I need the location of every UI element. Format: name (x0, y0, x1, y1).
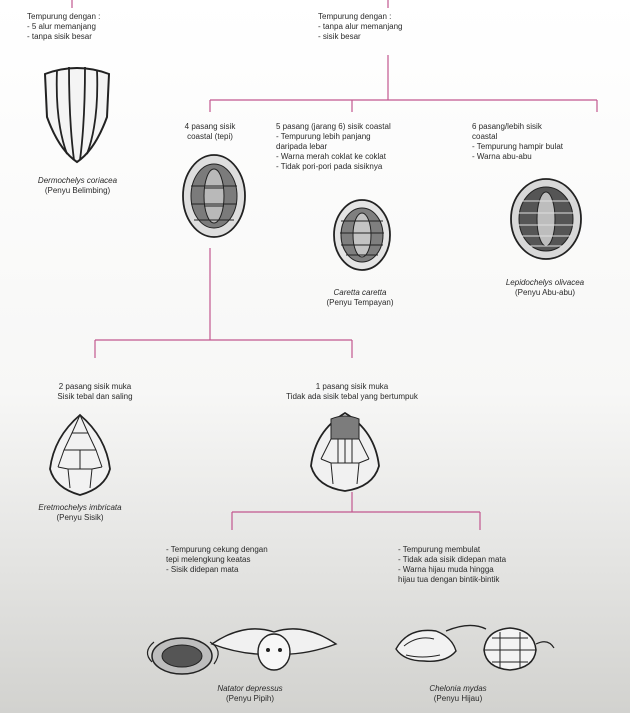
branch-c-text: 6 pasang/lebih sisik coastal - Tempurung… (472, 122, 563, 162)
top-right-heading: Tempurung dengan : (318, 12, 391, 22)
flatback-line-2: tepi melengkung keatas (166, 555, 268, 565)
branch-c-line-3: - Tempurung hampir bulat (472, 142, 563, 152)
hawksbill-head-illustration (50, 415, 110, 495)
green-turtle-illustration (396, 625, 486, 661)
leatherback-common-name: (Penyu Belimbing) (10, 186, 145, 196)
branch-c-line-4: - Warna abu-abu (472, 152, 563, 162)
green-line-4: hijau tua dengan bintik-bintik (398, 575, 506, 585)
lepidochelys-common-name: (Penyu Abu-abu) (470, 288, 620, 298)
leatherback-scientific-name: Dermochelys coriacea (10, 176, 145, 186)
hawksbill-label: Eretmochelys imbricata (Penyu Sisik) (5, 503, 155, 523)
branch-b-line-3: daripada lebar (276, 142, 391, 152)
branch-a-line-2: coastal (tepi) (165, 132, 255, 142)
green-label: Chelonia mydas (Penyu Hijau) (398, 684, 518, 704)
lepidochelys-label: Lepidochelys olivacea (Penyu Abu-abu) (470, 278, 620, 298)
branch-b-line-2: - Tempurung lebih panjang (276, 132, 391, 142)
top-right-point-2: - sisik besar (318, 32, 361, 42)
flatback-top-view-illustration (212, 629, 336, 670)
flatback-line-3: - Sisik didepan mata (166, 565, 268, 575)
branch-b-line-5: - Tidak pori-pori pada sisiknya (276, 162, 391, 172)
hawksbill-scientific-name: Eretmochelys imbricata (5, 503, 155, 513)
green-line-1: - Tempurung membulat (398, 545, 506, 555)
branch-b-line-1: 5 pasang (jarang 6) sisik coastal (276, 122, 391, 132)
flatback-illustration (147, 638, 218, 674)
hawksbill-common-name: (Penyu Sisik) (5, 513, 155, 523)
caretta-common-name: (Penyu Tempayan) (290, 298, 430, 308)
flatback-scientific-name: Natator depressus (185, 684, 315, 694)
one-pair-head-illustration (311, 413, 379, 491)
flatback-text: - Tempurung cekung dengan tepi melengkun… (166, 545, 268, 575)
branch-c-line-1: 6 pasang/lebih sisik (472, 122, 563, 132)
lepidochelys-shell-illustration (511, 179, 581, 259)
one-pair-line-1: 1 pasang sisik muka (232, 382, 472, 392)
hawksbill-line-2: Sisik tebal dan saling (15, 392, 175, 402)
one-pair-text: 1 pasang sisik muka Tidak ada sisik teba… (232, 382, 472, 402)
caretta-label: Caretta caretta (Penyu Tempayan) (290, 288, 430, 308)
top-left-point-1: - 5 alur memanjang (27, 22, 96, 32)
green-turtle-head-illustration (484, 628, 554, 670)
leatherback-shell-illustration (45, 67, 109, 162)
branch-a-text: 4 pasang sisik coastal (tepi) (165, 122, 255, 142)
green-line-3: - Warna hijau muda hingga (398, 565, 506, 575)
green-scientific-name: Chelonia mydas (398, 684, 518, 694)
top-left-point-2: - tanpa sisik besar (27, 32, 92, 42)
hawksbill-line-1: 2 pasang sisik muka (15, 382, 175, 392)
caretta-scientific-name: Caretta caretta (290, 288, 430, 298)
top-left-heading: Tempurung dengan : (27, 12, 100, 22)
lepidochelys-scientific-name: Lepidochelys olivacea (470, 278, 620, 288)
branch-b-text: 5 pasang (jarang 6) sisik coastal - Temp… (276, 122, 391, 172)
one-pair-line-2: Tidak ada sisik tebal yang bertumpuk (232, 392, 472, 402)
flatback-common-name: (Penyu Pipih) (185, 694, 315, 704)
green-common-name: (Penyu Hijau) (398, 694, 518, 704)
branch-b-line-4: - Warna merah coklat ke coklat (276, 152, 391, 162)
green-line-2: - Tidak ada sisik didepan mata (398, 555, 506, 565)
branch-c-line-2: coastal (472, 132, 563, 142)
flatback-label: Natator depressus (Penyu Pipih) (185, 684, 315, 704)
green-text: - Tempurung membulat - Tidak ada sisik d… (398, 545, 506, 585)
leatherback-species: Dermochelys coriacea (Penyu Belimbing) (10, 176, 145, 196)
flatback-line-1: - Tempurung cekung dengan (166, 545, 268, 555)
branch-a-line-1: 4 pasang sisik (165, 122, 255, 132)
top-right-point-1: - tanpa alur memanjang (318, 22, 403, 32)
hawksbill-text: 2 pasang sisik muka Sisik tebal dan sali… (15, 382, 175, 402)
four-coastal-shell-illustration (183, 155, 245, 237)
caretta-shell-illustration (334, 200, 390, 270)
